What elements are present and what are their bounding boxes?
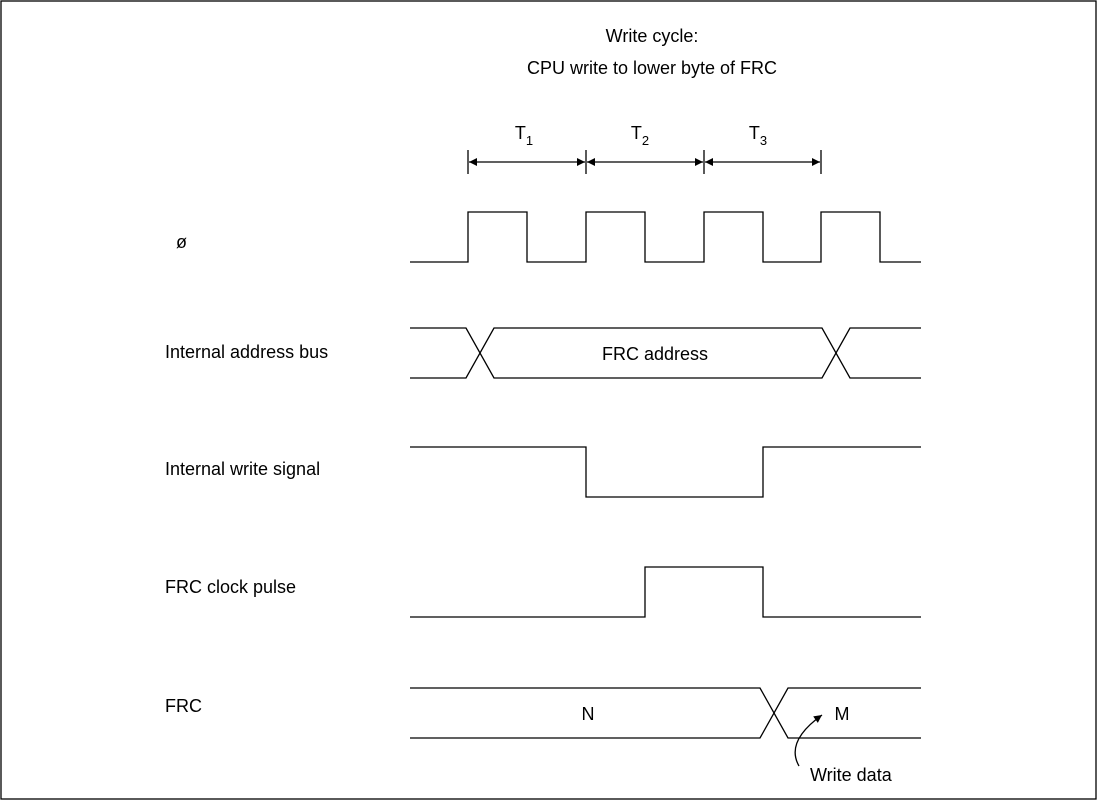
clock-signal-label: ø — [176, 232, 187, 252]
state-label-t1: T1 — [515, 123, 533, 148]
frc-old-value: N — [582, 704, 595, 724]
address-bus-value: FRC address — [602, 344, 708, 364]
write-data-pointer-arrow — [794, 714, 823, 767]
write-signal-label: Internal write signal — [165, 459, 320, 479]
address-bus-waveform — [410, 327, 921, 379]
state-label-t2: T2 — [631, 123, 649, 148]
clock-pulse-label: FRC clock pulse — [165, 577, 296, 597]
diagram-title-line2: CPU write to lower byte of FRC — [527, 58, 777, 78]
frc-waveform — [410, 687, 921, 739]
clock-pulse-waveform — [410, 566, 921, 618]
clock-waveform — [410, 211, 921, 263]
state-extent-markers — [467, 150, 822, 174]
frc-label: FRC — [165, 696, 202, 716]
write-data-annotation: Write data — [810, 765, 893, 785]
address-bus-label: Internal address bus — [165, 342, 328, 362]
diagram-title-line1: Write cycle: — [606, 26, 699, 46]
write-signal-waveform — [410, 446, 921, 498]
state-label-t3: T3 — [749, 123, 767, 148]
frc-new-value: M — [835, 704, 850, 724]
